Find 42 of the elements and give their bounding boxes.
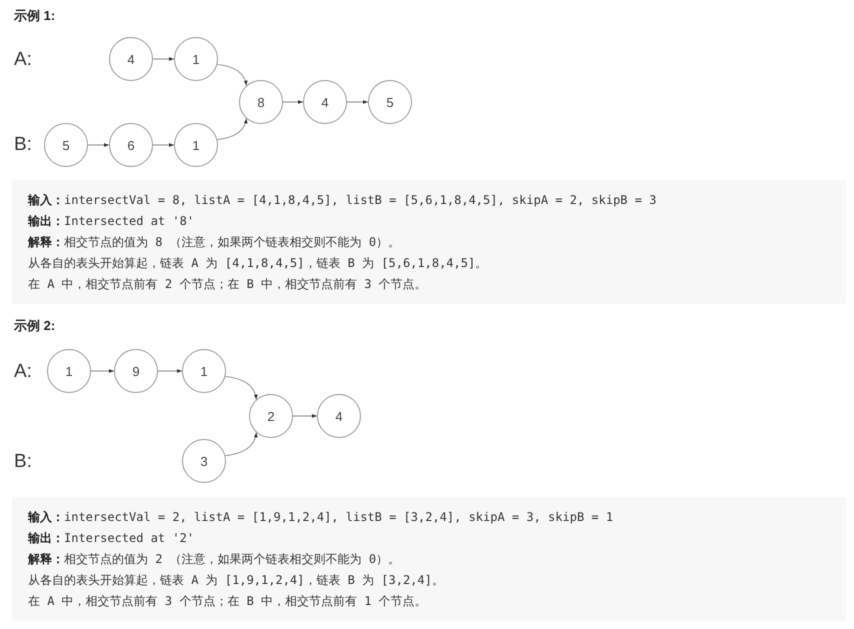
list-name-label: B:	[14, 451, 32, 473]
arrow	[216, 64, 248, 86]
input-line: 输入：intersectVal = 8, listA = [4,1,8,4,5], listB = [5,6,1,8,4,5], skipA = 2, skipB = 3	[28, 192, 656, 209]
explanation-line: 在 A 中，相交节点前有 3 个节点；在 B 中，相交节点前有 1 个节点。	[28, 593, 427, 610]
list-node-circle: 4	[109, 37, 153, 81]
list-node-circle: 1	[174, 123, 218, 167]
list-node-circle: 8	[239, 80, 283, 124]
list-node-circle: 1	[182, 349, 226, 393]
example-heading: 示例 1:	[14, 8, 56, 24]
explanation-line: 从各自的表头开始算起，链表 A 为 [4,1,8,4,5]，链表 B 为 [5,6,1,8,4,5]。	[28, 255, 488, 272]
input-line: 输入：intersectVal = 2, listA = [1,9,1,2,4], listB = [3,2,4], skipA = 3, skipB = 1	[28, 509, 614, 526]
arrow	[152, 57, 174, 61]
list-name-label: A:	[14, 361, 32, 383]
list-node-circle: 5	[44, 123, 88, 167]
list-node-circle: 2	[249, 394, 293, 438]
list-node-circle: 6	[109, 123, 153, 167]
explanation-line: 从各自的表头开始算起，链表 A 为 [1,9,1,2,4]，链表 B 为 [3,2,4]。	[28, 572, 444, 589]
arrow	[292, 414, 318, 418]
list-name-label: A:	[14, 49, 32, 71]
arrow	[152, 143, 174, 147]
arrow	[282, 100, 304, 104]
explanation-line: 在 A 中，相交节点前有 2 个节点；在 B 中，相交节点前有 3 个节点。	[28, 276, 427, 293]
list-node-circle: 1	[47, 349, 91, 393]
arrow	[224, 376, 258, 400]
list-node-circle: 1	[174, 37, 218, 81]
output-line: 输出：Intersected at '2'	[28, 530, 194, 547]
arrow	[216, 118, 248, 140]
list-node-circle: 3	[182, 439, 226, 483]
output-line: 输出：Intersected at '8'	[28, 213, 194, 230]
list-node-circle: 4	[303, 80, 347, 124]
list-node-circle: 5	[368, 80, 412, 124]
arrow	[88, 143, 110, 147]
arrow	[224, 432, 258, 456]
list-name-label: B:	[14, 134, 32, 156]
explanation-line: 解释：相交节点的值为 2 （注意，如果两个链表相交则不能为 0）。	[28, 551, 400, 568]
arrow	[90, 369, 114, 373]
arrow	[346, 100, 368, 104]
explanation-line: 解释：相交节点的值为 8 （注意，如果两个链表相交则不能为 0）。	[28, 234, 400, 251]
example-heading: 示例 2:	[14, 318, 56, 334]
list-node-circle: 9	[114, 349, 158, 393]
list-node-circle: 4	[317, 394, 361, 438]
arrow	[158, 369, 182, 373]
